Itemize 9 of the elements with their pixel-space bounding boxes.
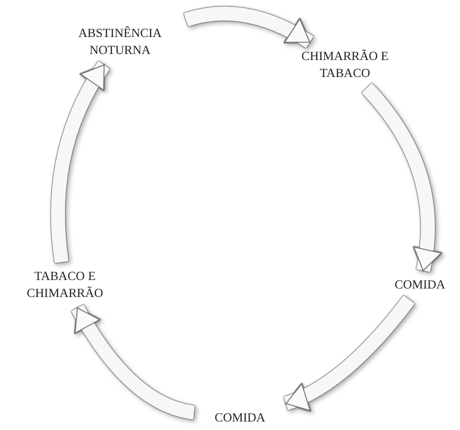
node-label: COMIDA	[394, 276, 446, 294]
curved-arrow	[284, 295, 415, 410]
curved-arrow	[51, 61, 110, 263]
node-label: COMIDA	[214, 410, 266, 426]
node-label: CHIMARRÃO E TABACO	[300, 48, 390, 82]
curved-arrow	[362, 83, 442, 272]
node-label: ABSTINÊNCIA NOTURNA	[77, 25, 163, 59]
node-label: TABACO E CHIMARRÃO	[26, 268, 104, 302]
curved-arrow	[184, 6, 314, 48]
